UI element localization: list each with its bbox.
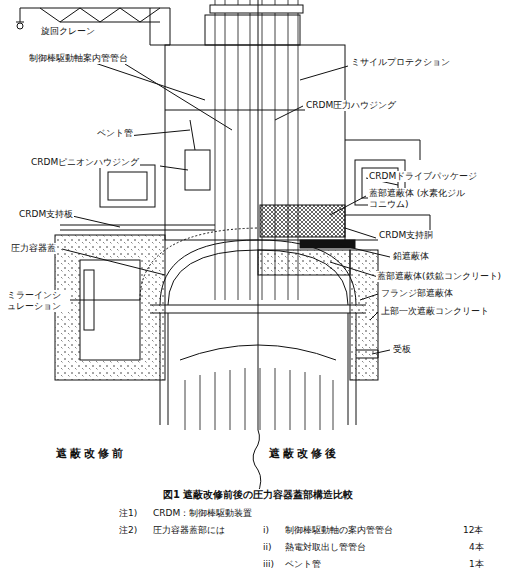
part-label: 制御棒駆動軸案内管管台 xyxy=(28,53,129,64)
part-label: CRDM支持板 xyxy=(18,209,74,220)
note-text: 制御棒駆動軸の案内管管台 xyxy=(284,525,394,536)
part-label: フランジ部遮蔽体 xyxy=(380,288,454,299)
note-text: i) xyxy=(262,525,270,536)
note-text: 熱電対取出し管管台 xyxy=(284,542,367,553)
note-text: 4本 xyxy=(468,542,485,553)
note-text: 注1) xyxy=(118,508,138,519)
note-text: 1本 xyxy=(468,559,485,570)
part-label: 旋回クレーン xyxy=(40,26,96,37)
figure-caption: 図1 遮蔽改修前後の圧力容器蓋部構造比較 xyxy=(162,489,354,500)
part-label: ベント管 xyxy=(96,128,134,139)
note-text: 12本 xyxy=(462,525,484,536)
part-label: ミサイルプロテクション xyxy=(350,57,451,68)
part-label: CRDMドライブパッケージ xyxy=(368,171,478,182)
part-label: 蓋部遮蔽体 (水素化ジルコニウム) xyxy=(368,188,470,210)
part-label: 圧力容器蓋 xyxy=(10,243,57,254)
part-label: 鉛遮蔽体 xyxy=(392,251,430,262)
part-label: 受板 xyxy=(392,344,412,355)
view-heading: 遮蔽改修後 xyxy=(268,448,340,459)
note-text: 注2) xyxy=(118,525,138,536)
part-label: CRDM圧力ハウジング xyxy=(305,100,397,111)
note-text: CRDM：制御棒駆動装置 xyxy=(152,508,253,519)
part-label: CRDM支持胴 xyxy=(378,230,434,241)
part-label: CRDMピニオンハウジング xyxy=(30,157,140,168)
note-text: iii) xyxy=(262,559,275,570)
part-label: ミラーインシュレーション xyxy=(6,290,70,312)
note-text: ii) xyxy=(262,542,273,553)
part-label: 蓋部遮蔽体(鉄鉱コンクリート) xyxy=(376,271,502,282)
view-heading: 遮蔽改修前 xyxy=(55,448,127,459)
note-text: ベント管 xyxy=(284,559,322,570)
part-label: 上部一次遮蔽コンクリート xyxy=(380,306,490,317)
note-text: 圧力容器蓋部には xyxy=(152,525,226,536)
